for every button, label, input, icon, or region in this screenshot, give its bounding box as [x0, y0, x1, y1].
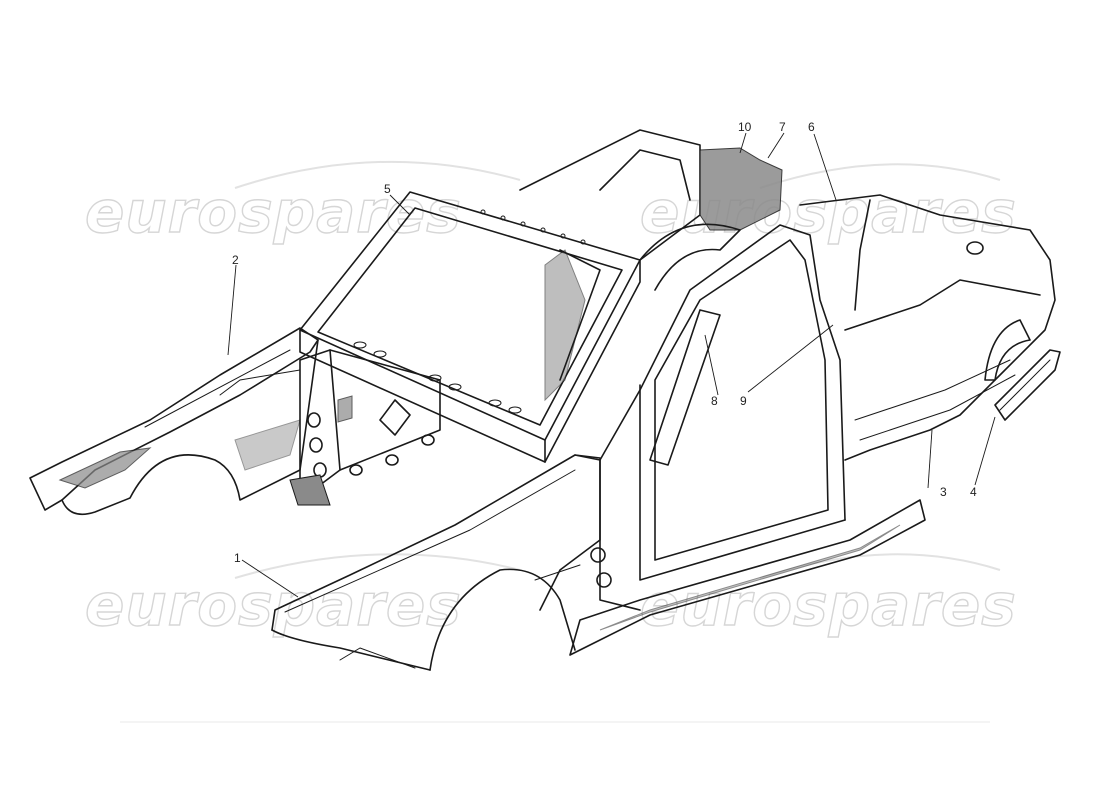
watermark-text-top-right: eurospares [640, 178, 1017, 246]
callout-3: 3 [940, 485, 947, 499]
part-left-fender [29, 327, 319, 516]
part-inner-structure [289, 349, 441, 506]
leader-7 [767, 132, 785, 159]
callout-5: 5 [384, 182, 391, 196]
callout-4: 4 [970, 485, 977, 499]
leader-3 [927, 429, 933, 489]
callout-labels: 1 2 3 4 5 6 7 8 9 10 [232, 120, 977, 565]
callout-2: 2 [232, 253, 239, 267]
callout-1: 1 [234, 551, 241, 565]
watermark-swoosh [234, 553, 521, 579]
callout-6: 6 [808, 120, 815, 134]
part-rear-bracket [994, 349, 1061, 421]
callout-7: 7 [779, 120, 786, 134]
leader-1 [241, 559, 299, 598]
watermark-swoosh [759, 163, 1001, 189]
leader-8 [704, 334, 719, 396]
callout-10: 10 [738, 120, 752, 134]
leader-4 [974, 416, 996, 486]
leader-lines [227, 132, 996, 598]
callout-8: 8 [711, 394, 718, 408]
leader-5 [389, 194, 411, 216]
callout-9: 9 [740, 394, 747, 408]
part-body-side [569, 194, 1056, 656]
leader-2 [227, 264, 237, 356]
watermark-swoosh [234, 160, 521, 189]
leader-6 [813, 133, 837, 201]
part-roof-rear-bulkhead [519, 129, 783, 402]
watermark-text-top-left: eurospares [85, 178, 462, 246]
watermark-text-bottom-right: eurospares [640, 571, 1017, 639]
leader-10 [739, 132, 747, 154]
leader-9 [747, 324, 834, 393]
